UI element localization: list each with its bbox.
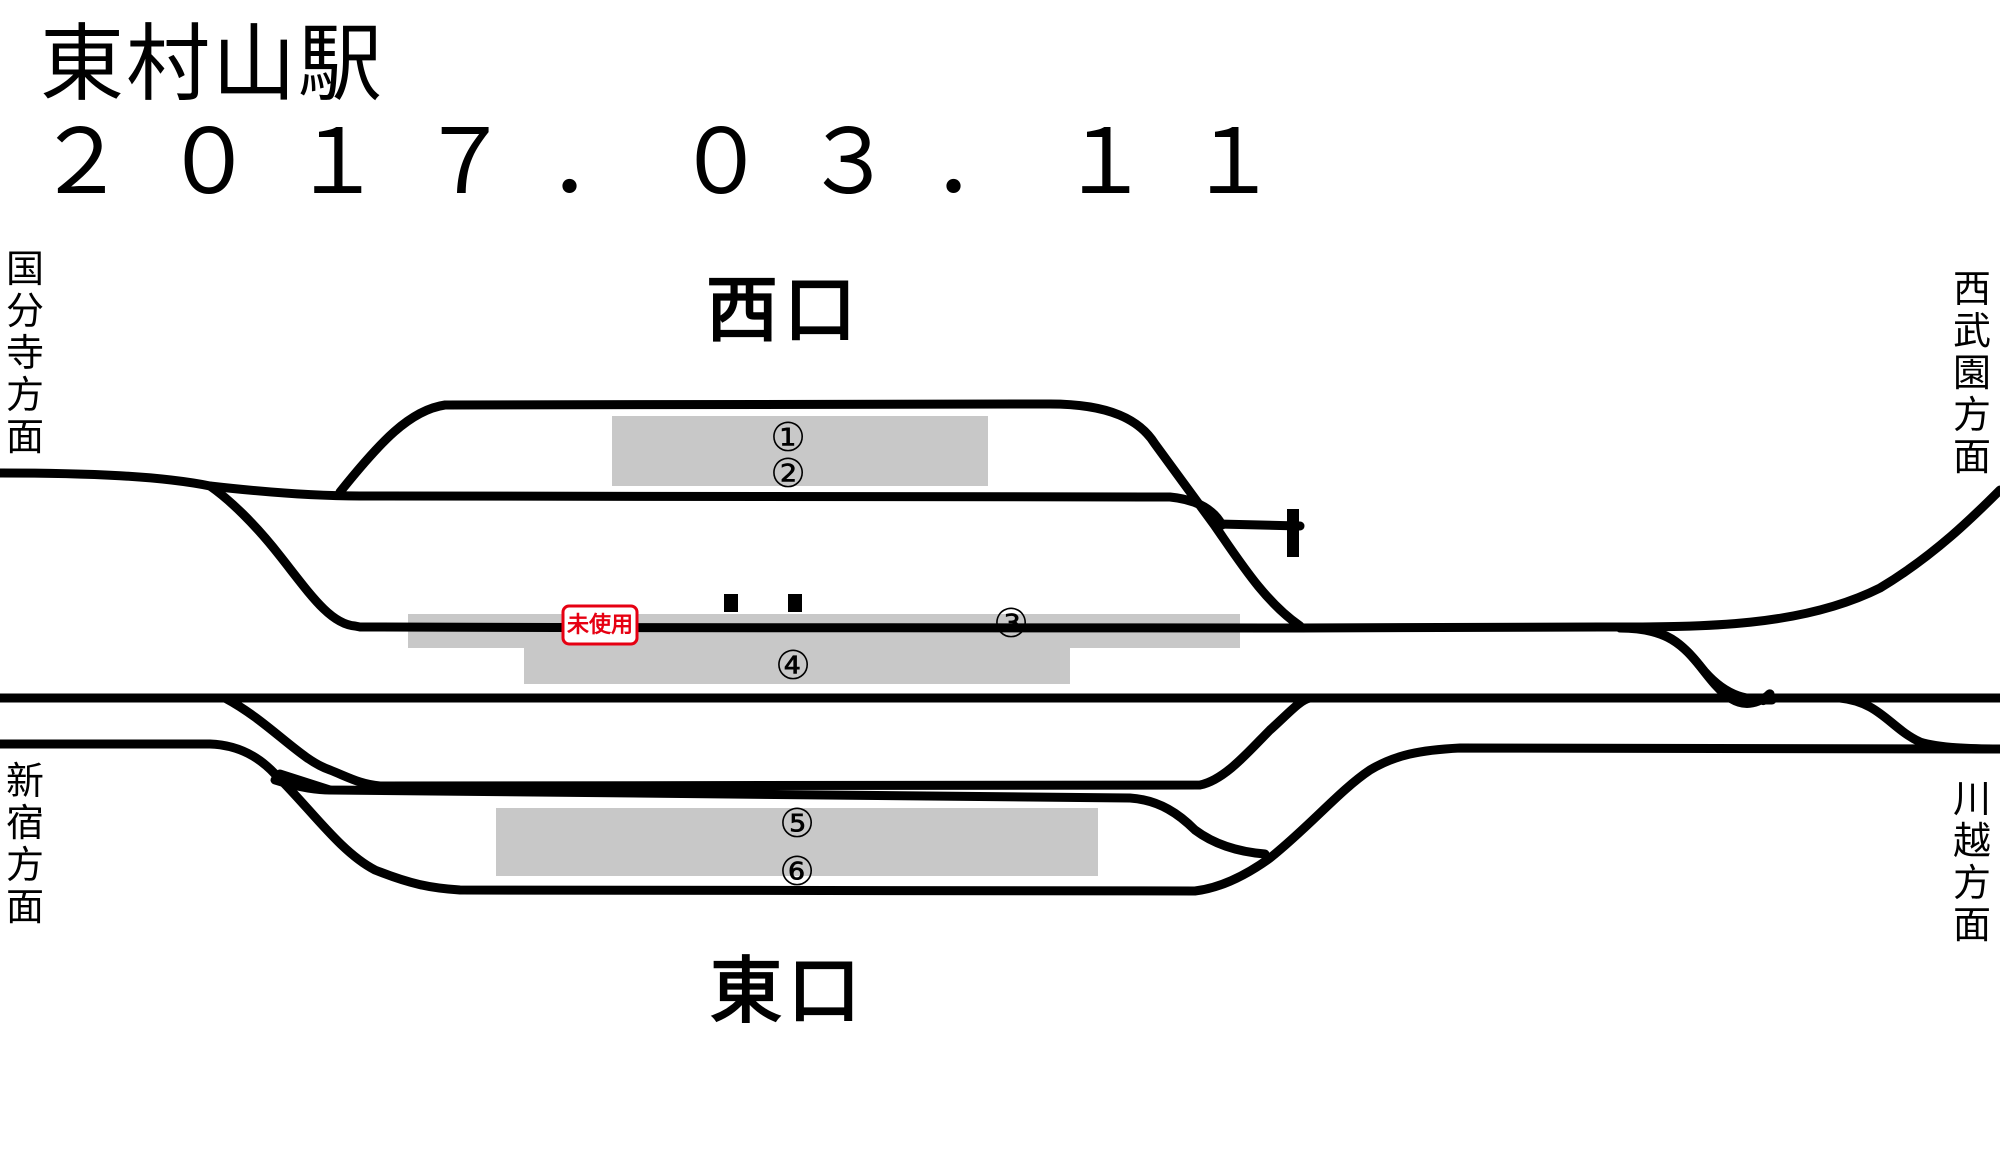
direction-shinjuku: 新宿方面 bbox=[5, 759, 44, 929]
track-5-east bbox=[275, 769, 1270, 859]
diagram-date: ２０１７．０３．１１ bbox=[36, 110, 1316, 215]
track-number-2: ② bbox=[770, 451, 806, 497]
east-exit-label: 東口 bbox=[710, 949, 867, 1033]
track-6-line bbox=[270, 743, 2000, 896]
track-2-line bbox=[0, 468, 1227, 530]
track-number-3: ③ bbox=[993, 601, 1029, 647]
crossover-seibuen-2 bbox=[1615, 623, 1777, 705]
west-exit-label: 西口 bbox=[706, 268, 863, 352]
station-title: 東村山駅 bbox=[40, 15, 385, 113]
siding-line bbox=[1213, 519, 1305, 531]
track-3-line bbox=[205, 481, 2000, 633]
track-number-4: ④ bbox=[775, 643, 811, 689]
platform-1-2 bbox=[612, 416, 988, 486]
direction-kawagoe: 川越方面 bbox=[1952, 777, 1991, 947]
platform-3-4-lower bbox=[524, 646, 1070, 684]
track-1-line bbox=[335, 399, 1305, 631]
kawagoe-branch bbox=[1835, 693, 2000, 754]
direction-kokubunji: 国分寺方面 bbox=[5, 247, 44, 459]
track-number-1: ① bbox=[770, 415, 806, 461]
direction-seibuen: 西武園方面 bbox=[1952, 267, 1991, 479]
unused-badge bbox=[561, 604, 639, 646]
track-number-6: ⑥ bbox=[779, 849, 815, 895]
platform-5-6 bbox=[496, 808, 1098, 876]
shinjuku-line bbox=[0, 739, 280, 779]
unused-badge-label: 未使用 bbox=[567, 613, 633, 638]
track-5-line bbox=[220, 693, 1315, 791]
track-number-5: ⑤ bbox=[779, 801, 815, 847]
